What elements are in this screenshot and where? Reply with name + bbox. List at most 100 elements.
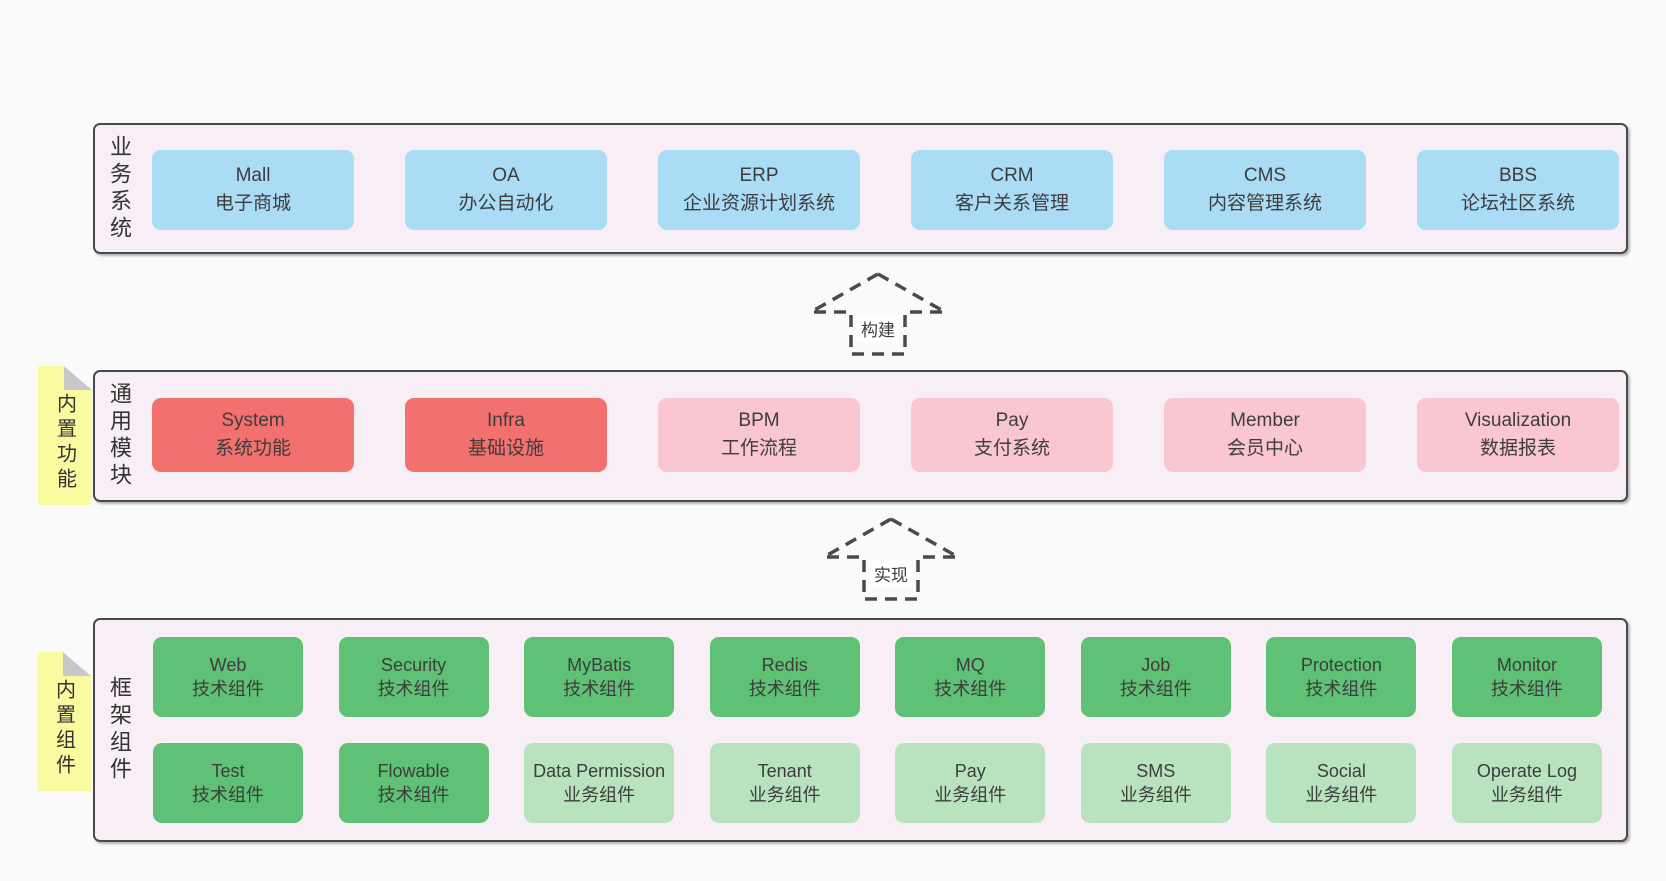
box-subtitle: 企业资源计划系统 — [682, 193, 835, 214]
common-modules-row: System 系统功能 Infra 基础设施 BPM 工作流程 Pay 支付系统… — [152, 398, 1619, 472]
band-business-systems: 业务系统 Mall 电子商城 OA 办公自动化 ERP 企业资源计划系统 CRM… — [93, 123, 1628, 254]
box-title: Web — [209, 654, 247, 675]
box-title: Job — [1141, 654, 1171, 675]
box-title: SMS — [1136, 760, 1176, 781]
box-member: Member 会员中心 — [1164, 398, 1366, 472]
box-title: Tenant — [757, 760, 812, 781]
box-operate-log: Operate Log 业务组件 — [1451, 743, 1602, 823]
sticky-note-text: 内置功能 — [53, 392, 76, 493]
block-arrow-up-icon — [821, 516, 961, 601]
box-subtitle: 论坛社区系统 — [1460, 193, 1575, 214]
box-title: Redis — [761, 654, 808, 675]
box-subtitle: 技术组件 — [1119, 679, 1192, 699]
box-title: Security — [381, 654, 447, 675]
box-subtitle: 工作流程 — [720, 438, 797, 459]
box-subtitle: 技术组件 — [934, 679, 1007, 699]
box-subtitle: 技术组件 — [748, 679, 821, 699]
box-subtitle: 电子商城 — [214, 193, 291, 214]
arrow-build-label: 构建 — [857, 315, 899, 342]
box-subtitle: 支付系统 — [973, 438, 1050, 459]
framework-components-row-1: Web 技术组件 Security 技术组件 MyBatis 技术组件 Redi… — [153, 637, 1602, 717]
box-subtitle: 业务组件 — [934, 785, 1007, 805]
box-subtitle: 业务组件 — [748, 785, 821, 805]
box-protection: Protection 技术组件 — [1266, 637, 1417, 717]
box-subtitle: 数据报表 — [1479, 438, 1556, 459]
box-mybatis: MyBatis 技术组件 — [524, 637, 675, 717]
band-label-common-modules: 通用模块 — [107, 382, 132, 490]
box-title: MQ — [955, 654, 985, 675]
box-subtitle: 技术组件 — [1305, 679, 1378, 699]
box-bbs: BBS 论坛社区系统 — [1417, 150, 1619, 230]
box-subtitle: 客户关系管理 — [954, 193, 1069, 214]
box-subtitle: 办公自动化 — [458, 193, 554, 214]
box-subtitle: 业务组件 — [1305, 785, 1378, 805]
sticky-note-text: 内置组件 — [52, 678, 75, 779]
box-title: Monitor — [1496, 654, 1557, 675]
note-fold-corner-icon — [64, 366, 92, 390]
box-title: OA — [492, 165, 520, 187]
box-subtitle: 技术组件 — [377, 679, 450, 699]
box-security: Security 技术组件 — [338, 637, 489, 717]
box-title: BBS — [1498, 165, 1538, 187]
box-flowable: Flowable 技术组件 — [338, 743, 489, 823]
sticky-note-builtin-features: 内置功能 — [38, 366, 92, 505]
box-visualization: Visualization 数据报表 — [1417, 398, 1619, 472]
box-redis: Redis 技术组件 — [709, 637, 860, 717]
box-social: Social 业务组件 — [1266, 743, 1417, 823]
block-arrow-up-icon — [808, 271, 948, 356]
sticky-note-builtin-components: 内置组件 — [37, 652, 91, 791]
box-title: Member — [1230, 410, 1300, 432]
box-title: Protection — [1300, 654, 1382, 675]
box-test: Test 技术组件 — [153, 743, 303, 823]
box-subtitle: 技术组件 — [377, 785, 450, 805]
box-subtitle: 技术组件 — [192, 785, 264, 805]
band-label-business-systems: 业务系统 — [107, 134, 132, 243]
box-subtitle: 技术组件 — [563, 679, 636, 699]
box-system: System 系统功能 — [152, 398, 354, 472]
box-subtitle: 基础设施 — [467, 438, 544, 459]
box-subtitle: 业务组件 — [1490, 785, 1563, 805]
band-common-modules: 通用模块 System 系统功能 Infra 基础设施 BPM 工作流程 Pay… — [93, 370, 1628, 502]
box-title: Social — [1316, 760, 1366, 781]
box-title: BPM — [738, 410, 780, 432]
box-title: Data Permission — [533, 760, 666, 781]
box-job: Job 技术组件 — [1080, 637, 1231, 717]
box-subtitle: 会员中心 — [1226, 438, 1303, 459]
box-title: Pay — [954, 760, 986, 781]
box-infra: Infra 基础设施 — [405, 398, 607, 472]
box-bpm: BPM 工作流程 — [658, 398, 860, 472]
box-subtitle: 业务组件 — [563, 785, 636, 805]
box-sms: SMS 业务组件 — [1080, 743, 1231, 823]
box-mq: MQ 技术组件 — [895, 637, 1046, 717]
arrow-implement: 实现 — [821, 516, 961, 602]
box-title: CRM — [990, 165, 1034, 187]
arrow-build: 构建 — [808, 271, 948, 357]
box-subtitle: 系统功能 — [214, 438, 291, 459]
box-oa: OA 办公自动化 — [405, 150, 607, 230]
box-mall: Mall 电子商城 — [152, 150, 354, 230]
note-fold-corner-icon — [63, 652, 91, 676]
box-title: Mall — [235, 165, 271, 187]
box-title: Test — [211, 760, 245, 781]
box-monitor: Monitor 技术组件 — [1451, 637, 1602, 717]
box-title: Pay — [995, 410, 1029, 432]
box-subtitle: 内容管理系统 — [1207, 193, 1322, 214]
box-title: ERP — [739, 165, 779, 187]
box-subtitle: 技术组件 — [1490, 679, 1563, 699]
box-title: Visualization — [1464, 410, 1572, 432]
box-title: MyBatis — [567, 654, 632, 675]
box-tenant: Tenant 业务组件 — [709, 743, 860, 823]
box-title: CMS — [1243, 165, 1287, 187]
box-data-permission: Data Permission 业务组件 — [524, 743, 675, 823]
box-cms: CMS 内容管理系统 — [1164, 150, 1366, 230]
box-pay-module: Pay 支付系统 — [911, 398, 1113, 472]
arrow-implement-label: 实现 — [870, 560, 912, 587]
band-label-framework-components: 框架组件 — [107, 676, 132, 784]
box-title: System — [221, 410, 285, 432]
band-framework-components: 框架组件 Web 技术组件 Security 技术组件 MyBatis 技术组件… — [93, 618, 1628, 842]
box-pay-component: Pay 业务组件 — [895, 743, 1046, 823]
box-crm: CRM 客户关系管理 — [911, 150, 1113, 230]
box-title: Infra — [486, 410, 526, 432]
box-subtitle: 业务组件 — [1119, 785, 1192, 805]
